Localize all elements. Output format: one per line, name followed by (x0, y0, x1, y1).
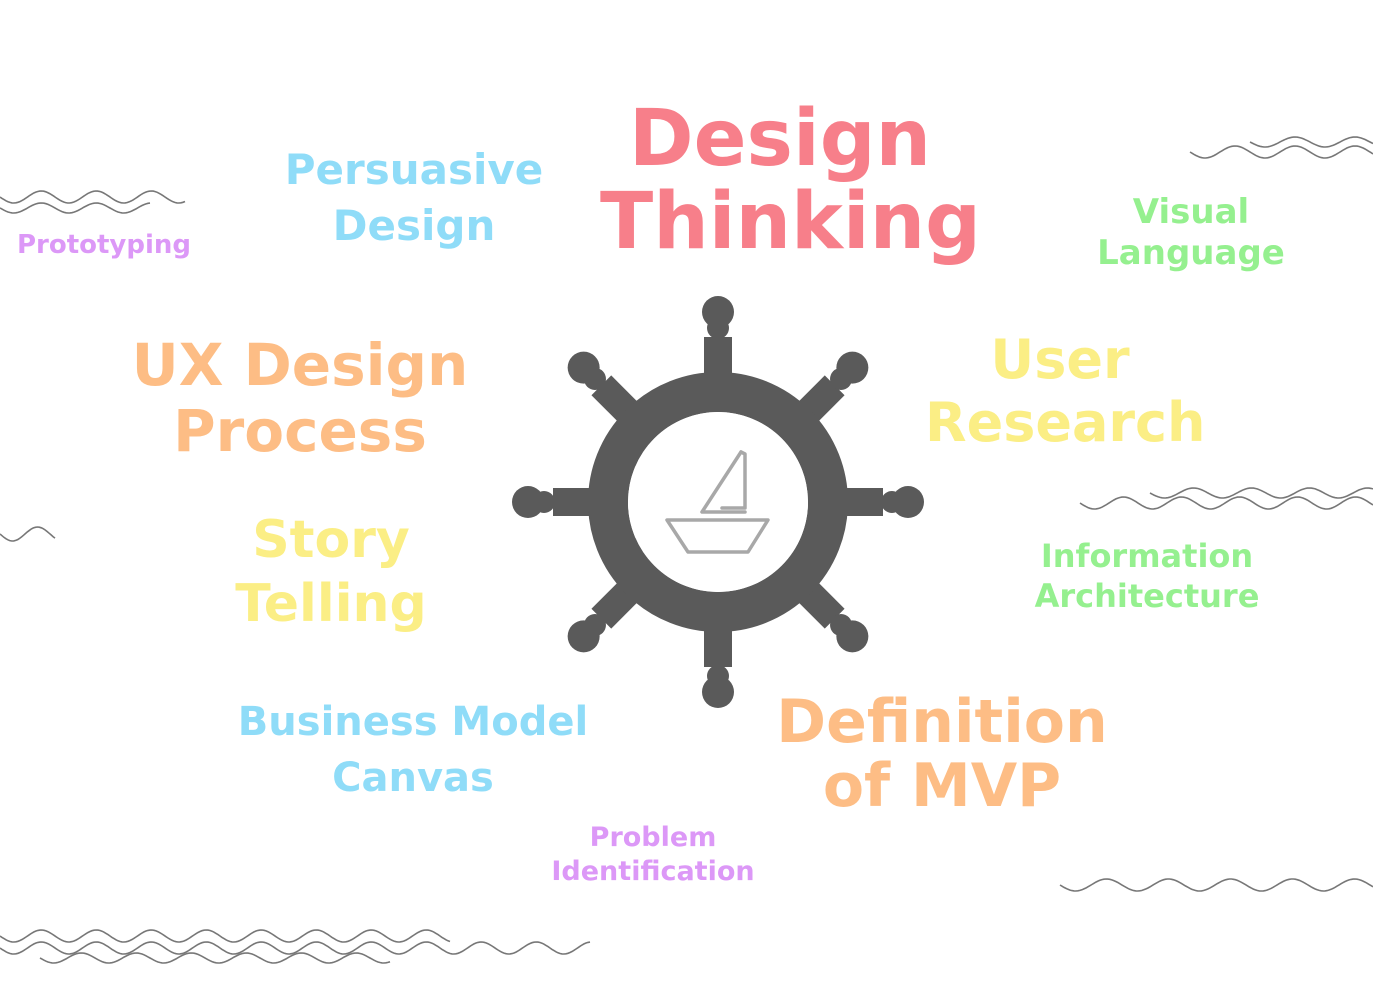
wheel-handle (702, 296, 734, 328)
term-line: Problem (589, 822, 717, 853)
term-line: Definition (776, 687, 1108, 757)
term-line: Design (628, 94, 932, 184)
term-line: Business Model (237, 699, 589, 745)
wave-line (1189, 145, 1373, 159)
wave-line (1059, 878, 1373, 892)
term-line: Prototyping (16, 230, 192, 260)
term-problem-identification: Problem Identification (550, 821, 756, 889)
term-user-research: User Research (925, 328, 1206, 455)
wave-line (0, 526, 56, 542)
wheel-handle (836, 620, 869, 653)
wave-line (1149, 487, 1373, 499)
term-line: Design (332, 200, 496, 250)
sailboat-icon (665, 518, 770, 554)
term-line: of MVP (822, 751, 1062, 822)
term-line: Story (252, 510, 410, 570)
term-ux-design-process: UX Design Process (125, 332, 475, 464)
term-line: Architecture (1034, 577, 1260, 615)
term-visual-language: Visual Language (1095, 192, 1287, 274)
wave-line (1249, 136, 1373, 148)
term-persuasive-design: Persuasive Design (275, 142, 553, 254)
wave-line (0, 190, 186, 204)
wheel-hub (628, 412, 808, 592)
term-story-telling: Story Telling (230, 508, 432, 637)
term-information-architecture: Information Architecture (1027, 536, 1267, 616)
term-business-model-canvas: Business Model Canvas (225, 694, 601, 806)
term-definition-of-mvp: Definition of MVP (770, 687, 1114, 822)
wheel-rim (588, 372, 848, 632)
term-line: UX Design (131, 331, 469, 399)
wave-line (0, 929, 451, 943)
sailboat-icon (720, 450, 747, 510)
sailboat-icon (700, 450, 747, 514)
term-line: Persuasive (284, 145, 544, 194)
wave-line (39, 952, 391, 964)
term-line: Canvas (332, 755, 494, 801)
term-line: Information (1040, 537, 1254, 575)
term-line: User (990, 328, 1130, 391)
term-line: Process (173, 397, 427, 466)
term-line: Language (1097, 232, 1285, 273)
term-line: Visual (1132, 192, 1250, 232)
wheel-handle (567, 620, 600, 653)
wheel-handle (702, 676, 734, 708)
term-design-thinking: Design Thinking (600, 94, 981, 267)
wheel-handle (892, 486, 924, 518)
wheel-handle (567, 351, 600, 384)
wheel-handle (512, 486, 544, 518)
term-line: Thinking (600, 176, 981, 267)
wave-line (0, 941, 591, 955)
wave-line (1079, 496, 1373, 510)
term-line: Identification (551, 855, 755, 887)
term-line: Research (925, 391, 1206, 455)
term-prototyping: Prototyping (16, 230, 192, 260)
term-line: Telling (235, 574, 427, 635)
wave-line (0, 202, 151, 214)
wheel-handle (836, 351, 869, 384)
